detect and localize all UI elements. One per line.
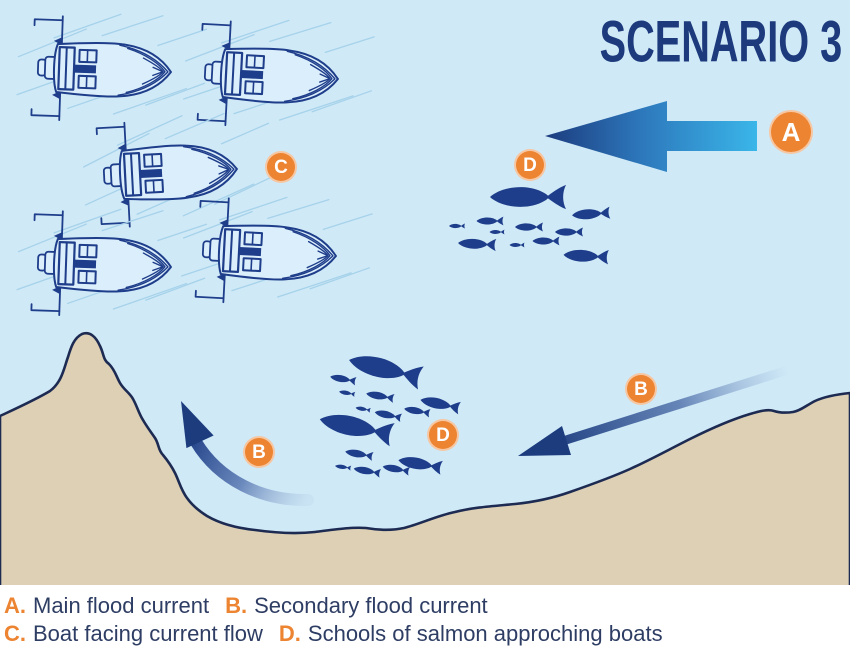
badge-b-straight-current: B — [625, 373, 657, 405]
legend-text-d: Schools of salmon approching boats — [307, 621, 663, 646]
main-flood-current-arrow — [545, 101, 757, 172]
badge-c-boats: C — [265, 151, 297, 183]
badge-b-curved-current: B — [243, 436, 275, 468]
secondary-flood-current-arrow-curved — [181, 401, 314, 507]
legend-item-a: A. Main flood current — [4, 592, 209, 620]
shoreline-land — [0, 331, 850, 587]
legend-text-a: Main flood current — [33, 593, 210, 618]
badge-d-lower-school: D — [427, 419, 459, 451]
legend-item-b: B. Secondary flood current — [225, 592, 488, 620]
legend-letter-a: A. — [4, 593, 26, 618]
legend-row-1: A. Main flood current B. Secondary flood… — [4, 592, 850, 620]
secondary-flood-current-arrow-straight — [518, 365, 790, 456]
legend-item-d: D. Schools of salmon approching boats — [279, 620, 663, 648]
legend-letter-c: C. — [4, 621, 26, 646]
sea-scene — [0, 0, 850, 587]
legend-text-b: Secondary flood current — [254, 593, 488, 618]
legend-item-c: C. Boat facing current flow — [4, 620, 263, 648]
legend-text-c: Boat facing current flow — [33, 621, 263, 646]
legend-letter-b: B. — [225, 593, 248, 618]
badge-d-upper-school: D — [514, 149, 546, 181]
legend: A. Main flood current B. Secondary flood… — [0, 585, 850, 657]
badge-a-main-current: A — [769, 110, 813, 154]
page-title: SCENARIO 3 — [599, 8, 842, 75]
legend-row-2: C. Boat facing current flow D. Schools o… — [4, 620, 850, 648]
legend-letter-d: D. — [278, 621, 301, 646]
